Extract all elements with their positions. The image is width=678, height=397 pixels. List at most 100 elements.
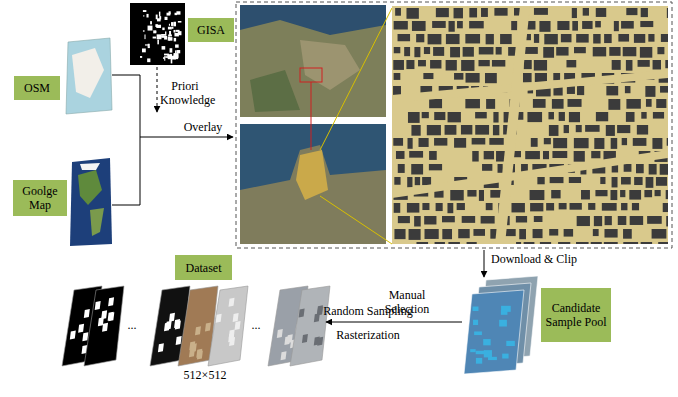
building [531,138,538,147]
building [527,112,542,122]
building [640,47,652,58]
building [572,21,578,31]
building [430,60,441,69]
building [550,177,564,183]
building [436,8,449,17]
building [482,164,492,171]
building [435,242,445,244]
building [534,34,539,43]
building [604,34,612,43]
building [494,8,507,16]
sampling-arrow [326,322,462,323]
building [524,242,535,244]
building [655,190,661,196]
building [666,190,668,199]
satellite-urban [300,40,360,90]
road [392,150,668,198]
label-box: GISA [188,18,234,42]
overlay-arrow [140,137,233,138]
building [524,60,532,69]
box-label: GISA [197,23,225,37]
gisa-pixel [155,24,157,27]
building [448,242,460,244]
satellite-land [240,145,386,244]
building [667,8,668,18]
building [652,138,662,149]
map-ground [392,6,668,244]
building [574,138,589,148]
tile-building [169,313,175,322]
building [660,164,668,175]
building [472,151,478,162]
osm-land [72,48,104,98]
gisa-pixel [172,27,174,29]
zoom-line [320,8,392,150]
gisa-pixel [165,17,168,20]
building [623,47,637,56]
building [581,190,590,199]
tile-building [95,301,101,310]
box-label: Candidate Sample Pool [545,301,607,329]
gisa-pixel [161,35,165,37]
gisa-pixel [163,57,165,59]
building [537,177,544,184]
gisa-pixel [175,44,179,47]
building [493,112,498,123]
merge-line [112,75,140,205]
building [594,138,604,149]
building [525,47,538,54]
tile-building [205,322,211,331]
building [593,229,599,236]
tile-building [78,324,84,333]
gisa-pixel [169,37,173,41]
building [544,34,558,44]
building [450,190,463,200]
gisa-pixel [153,30,156,33]
gisa-pixel [143,15,144,16]
label-box: Goolge Map [13,180,67,216]
building [409,151,423,158]
building [411,164,423,174]
label-box: Dataset [175,255,232,280]
download-arrow [484,250,485,277]
candidate-building [483,339,490,345]
building [552,99,564,109]
building [636,164,644,173]
annotation-text: ... [120,318,144,332]
building [595,21,601,27]
building [450,47,460,57]
building [493,125,499,135]
building [595,190,607,196]
gisa-pixel [150,21,152,24]
annotation-text: Overlay [170,120,236,134]
building [394,73,401,80]
candidate-building [473,307,479,311]
building [409,229,421,240]
building [479,190,484,201]
building [626,99,640,109]
gisa-pixel [146,14,148,18]
building [596,112,608,121]
candidate-building [506,341,515,346]
tile-building [302,334,308,343]
building [566,60,576,67]
building [611,138,618,149]
label-box: OSM [14,76,60,100]
building [551,190,560,198]
building [543,47,554,58]
building [422,177,431,185]
building [454,138,466,148]
building [552,151,567,158]
building [638,60,650,67]
building [394,47,401,53]
building [577,86,584,95]
annotation-text: ... [244,318,268,332]
building [418,60,426,66]
gisa-pixel [156,15,158,20]
building [556,47,568,56]
gisa-pixel [169,11,171,14]
building [442,216,455,222]
building [646,177,654,188]
building [665,60,668,68]
zoom-line [320,196,392,244]
